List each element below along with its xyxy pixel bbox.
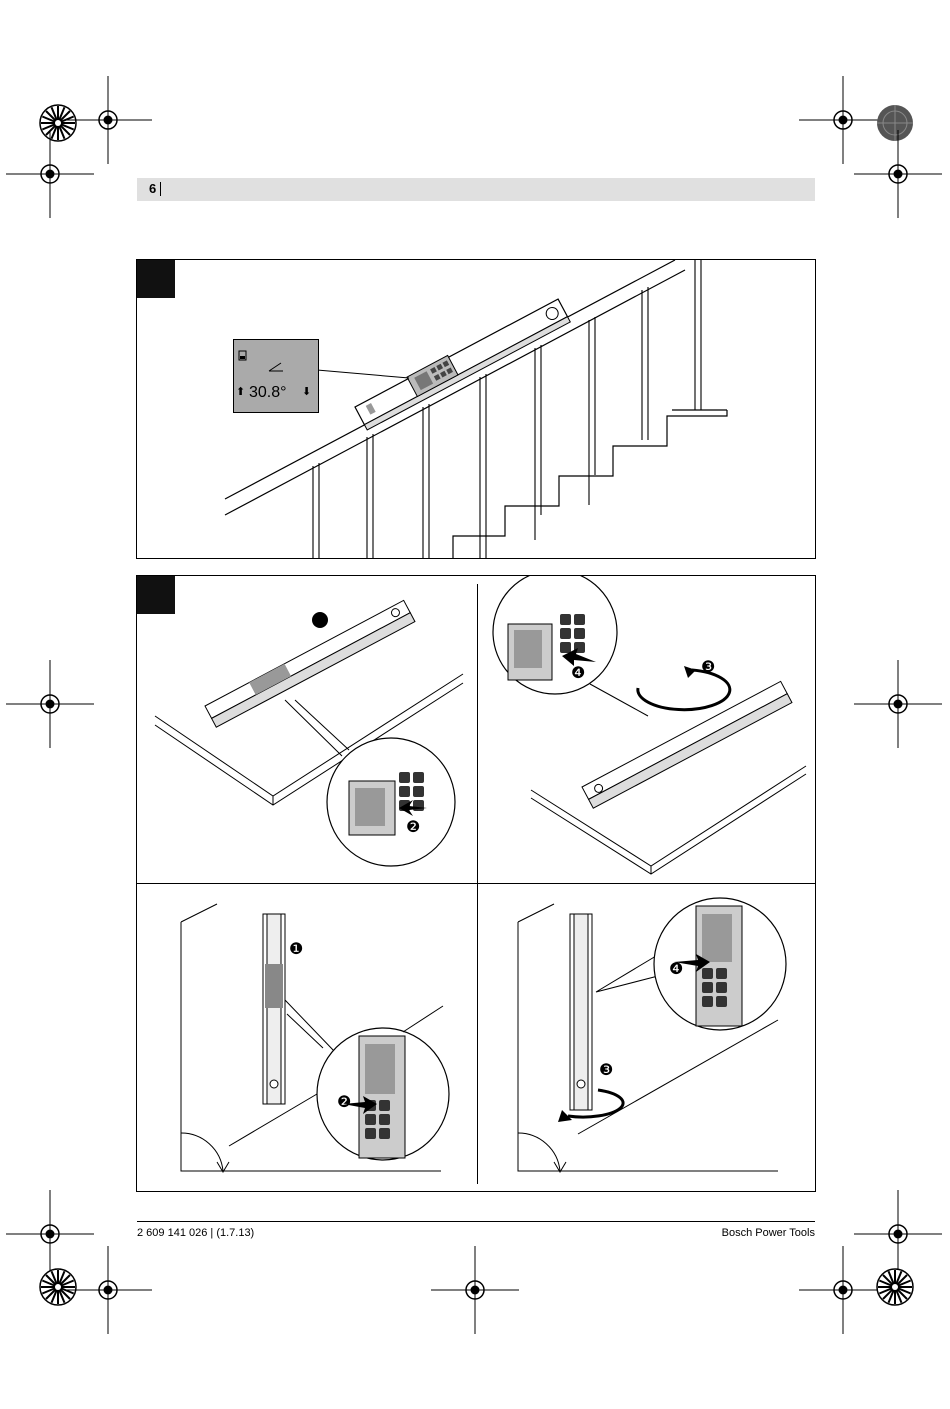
step-marker-4-vertical: ❹ bbox=[669, 962, 683, 978]
calib-step-horizontal-b bbox=[478, 576, 815, 883]
header-separator bbox=[160, 182, 161, 196]
angle-reading: 30.8° bbox=[249, 385, 287, 401]
angle-icon bbox=[268, 362, 284, 372]
battery-icon bbox=[238, 350, 248, 362]
step-marker-3-vertical: ❸ bbox=[599, 1063, 613, 1079]
footer-rule bbox=[137, 1221, 815, 1222]
calib-step-vertical-b bbox=[478, 884, 815, 1191]
calib-step-vertical-a bbox=[137, 884, 477, 1191]
header-bar bbox=[137, 178, 815, 201]
down-arrow-icon: ⬇ bbox=[302, 387, 311, 398]
up-arrow-icon: ⬆ bbox=[236, 387, 245, 398]
figure-stair-panel: ⬆ 30.8° ⬇ bbox=[136, 259, 816, 559]
step-marker-2-vertical: ❷ bbox=[337, 1095, 351, 1111]
figure-calibration-panel: ❷ ❹ ❸ bbox=[136, 575, 816, 1192]
calib-step-horizontal-a bbox=[137, 576, 477, 883]
step-marker-4: ❹ bbox=[571, 666, 585, 682]
step-marker-1: ❶ bbox=[289, 942, 303, 958]
doc-code: 2 609 141 026 | (1.7.13) bbox=[137, 1227, 254, 1239]
page-number: 6 bbox=[149, 181, 156, 196]
step-marker-2: ❷ bbox=[406, 820, 420, 836]
brand-footer: Bosch Power Tools bbox=[722, 1227, 815, 1239]
lcd-display-callout: ⬆ 30.8° ⬇ bbox=[233, 339, 319, 413]
step-marker-3: ❸ bbox=[701, 660, 715, 676]
